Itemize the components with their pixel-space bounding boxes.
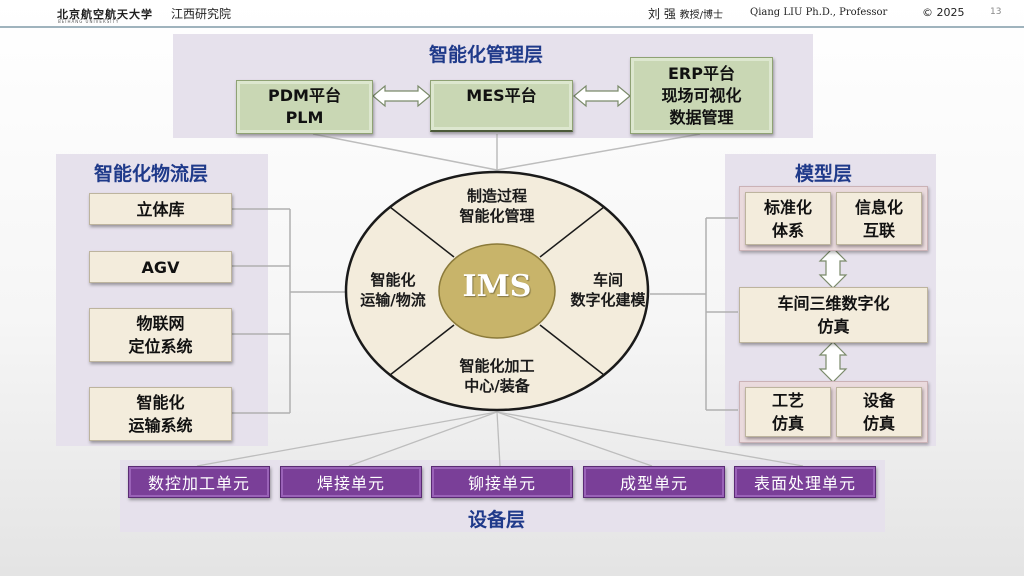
erp-line-2: 现场可视化 — [661, 85, 742, 105]
model-label: 仿真 — [771, 414, 804, 433]
sector-left-text: 智能化 运输/物流 — [351, 270, 435, 310]
model-layer-title: 模型层 — [795, 163, 853, 185]
institute-name: 江西研究院 — [171, 7, 232, 21]
model-standard-box: 标准化 体系 — [745, 192, 831, 245]
university-logo-sub: BEIHANG UNIVERSITY — [58, 19, 120, 24]
sector-line: 智能化管理 — [459, 207, 535, 225]
model-label: 仿真 — [817, 317, 850, 336]
logistics-layer-title: 智能化物流层 — [94, 163, 209, 185]
logistics-item-label: 智能化 — [136, 393, 185, 412]
model-label: 互联 — [862, 220, 895, 240]
logistics-item-label: 定位系统 — [128, 337, 193, 356]
equipment-connectors — [196, 411, 804, 467]
erp-line-1: ERP平台 — [668, 63, 735, 83]
equipment-unit-riveting: 铆接单元 — [431, 466, 573, 498]
model-label: 信息化 — [854, 197, 903, 217]
page-number: 13 — [990, 7, 1002, 17]
sector-line: 运输/物流 — [360, 291, 426, 309]
equipment-unit-welding: 焊接单元 — [280, 466, 422, 498]
author-info: 刘 强 教授/博士 — [648, 5, 723, 22]
pdm-platform-box: PDM平台 PLM — [236, 80, 373, 134]
sector-line: 智能化加工 — [459, 357, 535, 375]
erp-platform-box: ERP平台 现场可视化 数据管理 — [630, 57, 773, 134]
management-connectors — [312, 133, 701, 171]
logistics-item-iot: 物联网 定位系统 — [89, 308, 232, 362]
sector-line: 数字化建模 — [570, 291, 646, 309]
sector-line: 智能化 — [370, 271, 416, 289]
ims-label: IMS — [462, 269, 532, 304]
logistics-item-label: 运输系统 — [128, 416, 193, 435]
sector-right-text: 车间 数字化建模 — [563, 270, 653, 310]
author-title: 教授/博士 — [679, 10, 724, 21]
sector-top-text: 制造过程 智能化管理 — [447, 186, 547, 226]
model-connectors — [650, 217, 738, 411]
sector-line: 制造过程 — [466, 187, 527, 205]
model-label: 车间三维数字化 — [777, 294, 890, 313]
model-label: 标准化 — [763, 197, 812, 217]
pdm-line-1: PDM平台 — [268, 86, 341, 105]
model-label: 仿真 — [862, 414, 895, 433]
sector-line: 车间 — [592, 271, 623, 289]
erp-line-3: 数据管理 — [669, 107, 734, 127]
author-english: Qiang LIU Ph.D., Professor — [750, 7, 888, 18]
logistics-item-agv: AGV — [89, 251, 232, 283]
author-name: 刘 强 — [648, 7, 676, 21]
logistics-item-label: AGV — [141, 257, 180, 277]
sector-line: 中心/装备 — [464, 377, 530, 395]
logistics-connectors — [232, 208, 346, 414]
model-label: 设备 — [862, 391, 895, 410]
double-arrow-icons — [372, 84, 848, 383]
equipment-unit-surface: 表面处理单元 — [734, 466, 876, 498]
management-layer-title: 智能化管理层 — [429, 44, 544, 66]
header-divider — [0, 26, 1024, 28]
pdm-line-2: PLM — [285, 108, 324, 127]
model-label: 工艺 — [771, 391, 804, 410]
model-process-sim-box: 工艺 仿真 — [745, 387, 831, 437]
model-equipment-sim-box: 设备 仿真 — [836, 387, 922, 437]
logistics-item-transport: 智能化 运输系统 — [89, 387, 232, 441]
equipment-layer-title: 设备层 — [468, 509, 526, 531]
model-info-box: 信息化 互联 — [836, 192, 922, 245]
ims-ellipse — [344, 170, 650, 412]
equipment-unit-forming: 成型单元 — [583, 466, 725, 498]
logistics-item-label: 立体库 — [136, 199, 185, 219]
university-logo: 北京航空航天大学 — [57, 8, 153, 21]
logistics-item-label: 物联网 — [136, 314, 185, 333]
header-bar: 北京航空航天大学 BEIHANG UNIVERSITY 江西研究院 刘 强 教授… — [0, 0, 1024, 28]
sector-bottom-text: 智能化加工 中心/装备 — [447, 356, 547, 396]
logistics-item-warehouse: 立体库 — [89, 193, 232, 225]
mes-platform-box: MES平台 — [430, 80, 573, 132]
equipment-unit-cnc: 数控加工单元 — [128, 466, 270, 498]
model-3d-simulation-box: 车间三维数字化 仿真 — [739, 287, 928, 343]
model-label: 体系 — [771, 220, 804, 240]
copyright: © 2025 — [922, 6, 965, 19]
mes-line-1: MES平台 — [466, 86, 537, 105]
